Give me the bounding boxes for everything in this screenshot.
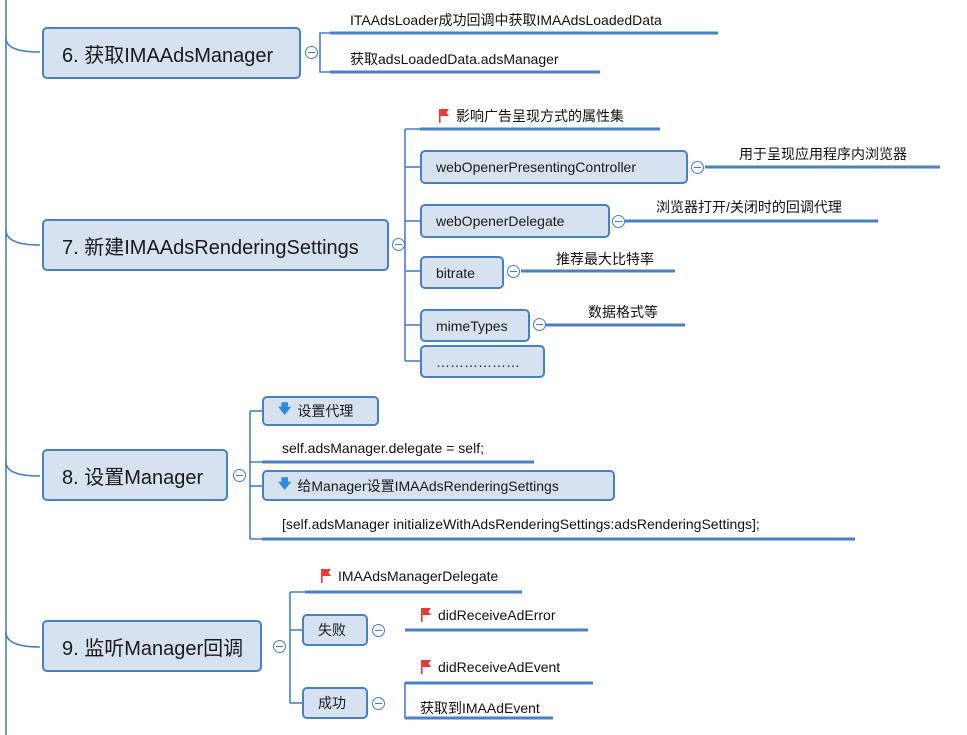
step-set-rendering-settings[interactable]: 🡇 给Manager设置IMAAdsRenderingSettings (262, 470, 615, 501)
flag-icon (421, 660, 431, 674)
step-set-delegate[interactable]: 🡇 设置代理 (262, 396, 379, 426)
success-item: didReceiveAdEvent (420, 659, 560, 675)
collapse-icon[interactable] (372, 624, 385, 637)
collapse-icon[interactable] (533, 318, 546, 331)
node-6-child-2: 获取adsLoadedData.adsManager (350, 51, 559, 67)
collapse-icon[interactable] (273, 640, 286, 653)
success-item-2: 获取到IMAAdEvent (420, 700, 540, 716)
prop-bitrate[interactable]: bitrate (420, 256, 504, 289)
fail-node[interactable]: 失败 (302, 614, 368, 646)
node-6-child-1: ITAAdsLoader成功回调中获取IMAAdsLoadedData (350, 12, 662, 28)
node-6-label: 6. 获取IMAAdsManager (62, 44, 274, 67)
collapse-icon[interactable] (507, 265, 520, 278)
arrow-down-icon: 🡇 (278, 401, 292, 416)
code-line-1: self.adsManager.delegate = self; (282, 440, 484, 456)
prop-desc: 浏览器打开/关闭时的回调代理 (656, 199, 842, 215)
prop-desc: 推荐最大比特率 (556, 251, 654, 267)
success-node[interactable]: 成功 (302, 687, 368, 719)
fail-label: 失败 (318, 622, 346, 638)
node-9-label: 9. 监听Manager回调 (62, 637, 244, 660)
delegate-label: IMAAdsManagerDelegate (320, 568, 498, 584)
collapse-icon[interactable] (392, 238, 405, 251)
step-label: 设置代理 (297, 403, 354, 419)
fail-item-text: didReceiveAdError (438, 607, 556, 623)
prop-ellipsis[interactable]: ……………… (420, 345, 545, 378)
flag-icon (321, 569, 331, 583)
success-label: 成功 (318, 695, 346, 711)
flag-icon (439, 109, 449, 123)
node-7-label: 7. 新建IMAAdsRenderingSettings (62, 236, 359, 259)
collapse-icon[interactable] (612, 215, 625, 228)
flag-icon (421, 608, 431, 622)
prop-mimetypes[interactable]: mimeTypes (420, 309, 530, 342)
prop-label: webOpenerPresentingController (436, 159, 636, 175)
step-label: 给Manager设置IMAAdsRenderingSettings (297, 477, 559, 494)
arrow-down-icon: 🡇 (278, 475, 292, 491)
node-8-label: 8. 设置Manager (62, 466, 204, 489)
collapse-icon[interactable] (233, 469, 246, 482)
collapse-icon[interactable] (372, 697, 385, 710)
prop-desc: 数据格式等 (588, 304, 658, 320)
node-7[interactable]: 7. 新建IMAAdsRenderingSettings (42, 219, 389, 271)
collapse-icon[interactable] (691, 161, 704, 174)
node-8[interactable]: 8. 设置Manager (42, 449, 228, 501)
fail-item: didReceiveAdError (420, 607, 556, 623)
prop-label: webOpenerDelegate (436, 213, 565, 229)
prop-label: bitrate (436, 264, 475, 281)
code-line-2: [self.adsManager initializeWithAdsRender… (282, 516, 760, 532)
node-7-header: 影响广告呈现方式的属性集 (438, 106, 624, 126)
node-9[interactable]: 9. 监听Manager回调 (42, 620, 262, 672)
prop-webopenerpresentingcontroller[interactable]: webOpenerPresentingController (420, 150, 688, 184)
success-item-text: didReceiveAdEvent (438, 659, 561, 675)
prop-webopenerdelegate[interactable]: webOpenerDelegate (420, 204, 610, 238)
prop-desc: 用于呈现应用程序内浏览器 (739, 146, 907, 162)
prop-label: ……………… (436, 353, 520, 370)
delegate-text: IMAAdsManagerDelegate (338, 568, 499, 584)
node-7-header-text: 影响广告呈现方式的属性集 (456, 108, 624, 124)
prop-label: mimeTypes (436, 317, 508, 334)
node-6[interactable]: 6. 获取IMAAdsManager (42, 27, 301, 79)
collapse-icon[interactable] (305, 46, 318, 59)
